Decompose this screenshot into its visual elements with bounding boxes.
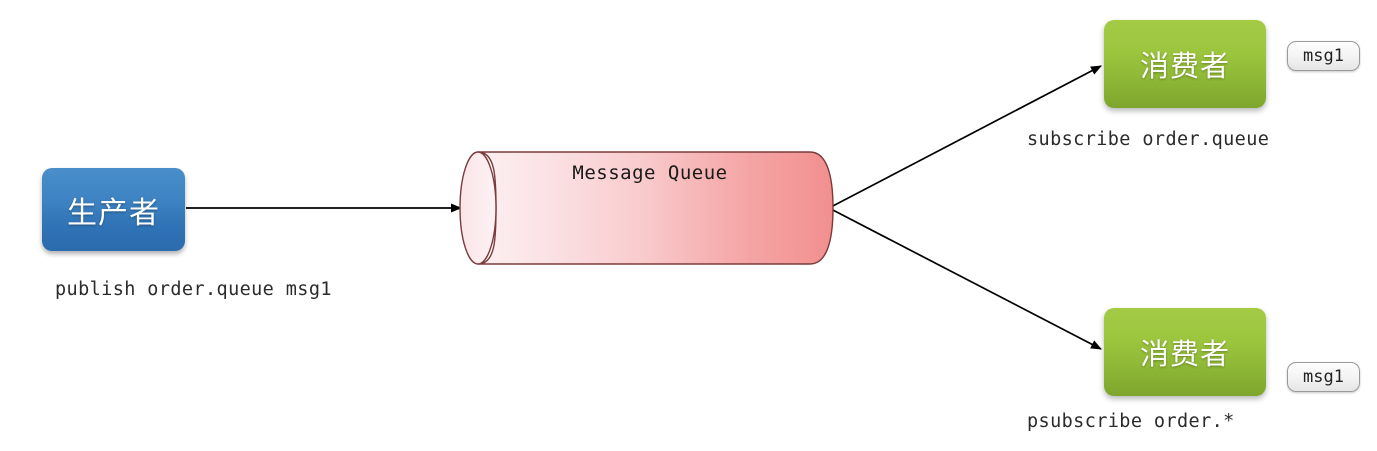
- consumer-bottom-caption: psubscribe order.*: [1027, 411, 1235, 432]
- producer-caption: publish order.queue msg1: [55, 279, 332, 300]
- consumer-bottom-label: 消费者: [1139, 337, 1230, 371]
- message-queue-label: Message Queue: [572, 162, 728, 184]
- msg-badge-top-text: msg1: [1303, 46, 1344, 66]
- consumer-top-caption: subscribe order.queue: [1027, 129, 1270, 150]
- msg-badge-top: msg1: [1287, 41, 1360, 71]
- consumer-top-label: 消费者: [1139, 49, 1230, 83]
- msg-badge-bottom-text: msg1: [1303, 367, 1344, 387]
- producer-label: 生产者: [67, 195, 160, 231]
- msg-badge-bottom: msg1: [1287, 362, 1360, 392]
- cylinder-body: [477, 151, 834, 265]
- cylinder-left-cap: [459, 151, 497, 265]
- message-queue-cylinder[interactable]: [455, 146, 840, 270]
- arrow-queue-to-consumer-bottom: [828, 207, 1102, 350]
- producer-node[interactable]: 生产者: [42, 168, 185, 251]
- consumer-node-top[interactable]: 消费者: [1104, 20, 1266, 108]
- consumer-node-bottom[interactable]: 消费者: [1104, 308, 1266, 396]
